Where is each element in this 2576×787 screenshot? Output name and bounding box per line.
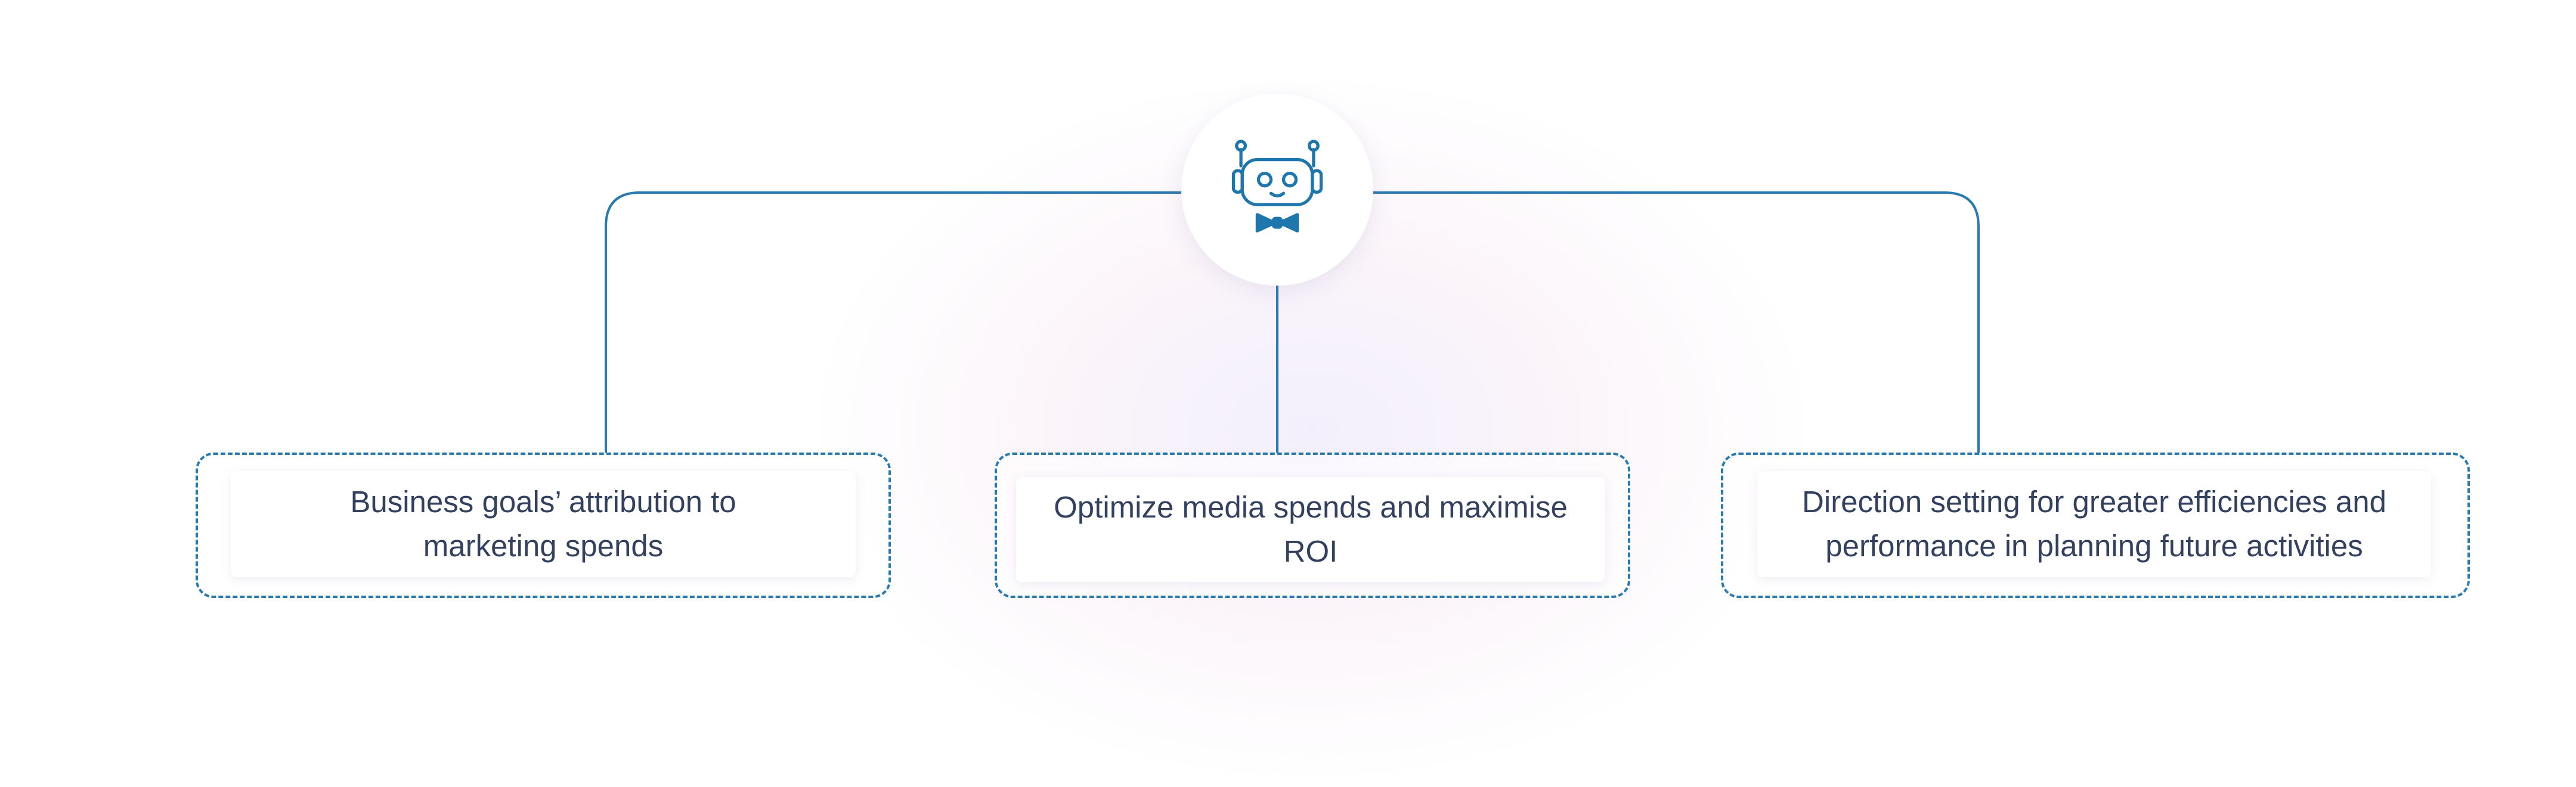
card-optimize-media-inner: Optimize media spends and maximise ROI	[1016, 477, 1605, 582]
robot-with-bowtie-icon	[1231, 140, 1323, 233]
card-business-goals-inner: Business goals’ attribution to marketing…	[231, 471, 856, 577]
connector-lines	[605, 191, 1980, 453]
connector-right	[1372, 191, 1980, 453]
card-business-goals-text: Business goals’ attribution to marketing…	[350, 485, 736, 563]
robot-badge	[1181, 94, 1373, 286]
card-direction-setting-text: Direction setting for greater efficienci…	[1802, 485, 2386, 563]
connector-left	[605, 191, 1182, 453]
card-direction-setting-inner: Direction setting for greater efficienci…	[1757, 471, 2431, 577]
card-optimize-media-text: Optimize media spends and maximise ROI	[1054, 490, 1568, 568]
